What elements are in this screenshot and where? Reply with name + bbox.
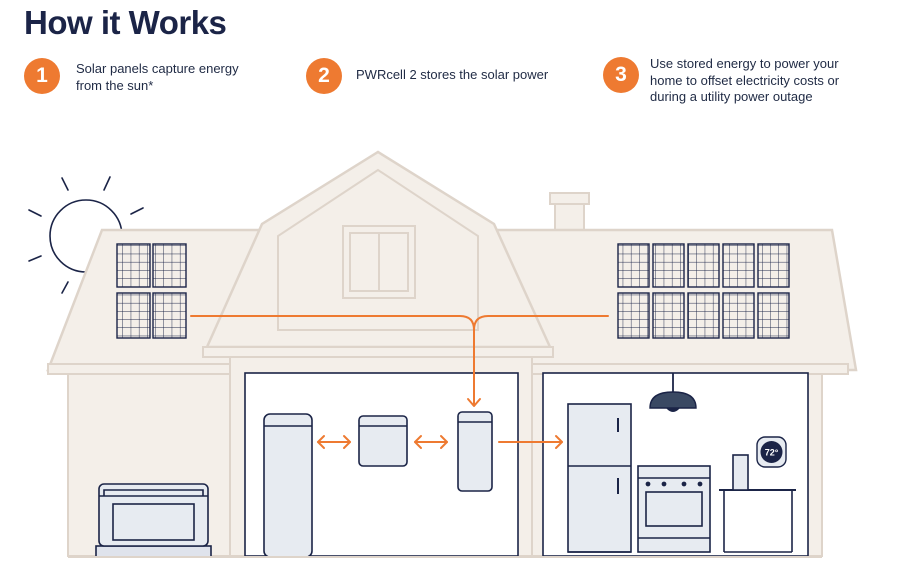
step-2-number-badge: 2 <box>306 58 342 94</box>
double-arrow-icon <box>414 435 448 449</box>
step-3-text: Use stored energy to power your home to … <box>650 56 840 104</box>
step-1: 1 Solar panels capture energy from the s… <box>24 58 276 94</box>
energy-flow-lines <box>190 315 609 406</box>
pendant-lamp-icon <box>649 373 697 412</box>
step-1-number-badge: 1 <box>24 58 60 94</box>
page-title: How it Works <box>24 4 227 41</box>
gable-ledge <box>202 346 554 358</box>
inverter <box>358 415 408 467</box>
oven <box>637 465 711 553</box>
step-3: 3 Use stored energy to power your home t… <box>603 56 890 106</box>
generator <box>95 483 212 558</box>
step-3-number-badge: 3 <box>603 57 639 93</box>
thermostat: 72° <box>756 436 787 468</box>
attic-window <box>342 225 416 299</box>
arrow-right-icon <box>498 435 563 449</box>
flow-arrow-down-icon <box>467 398 481 407</box>
step-2-text: PWRcell 2 stores the solar power <box>356 67 549 82</box>
refrigerator <box>567 403 632 553</box>
step-1-text: Solar panels capture energy from the sun… <box>76 61 239 93</box>
double-arrow-icon <box>317 435 351 449</box>
solar-panels-right <box>617 243 790 339</box>
thermostat-reading: 72° <box>765 448 779 458</box>
battery-cabinet <box>263 413 313 558</box>
smart-speaker <box>732 454 749 491</box>
solar-panels-left <box>116 243 187 339</box>
side-table <box>719 489 796 553</box>
step-2: 2 PWRcell 2 stores the solar power <box>306 58 586 94</box>
battery-unit <box>457 411 493 492</box>
